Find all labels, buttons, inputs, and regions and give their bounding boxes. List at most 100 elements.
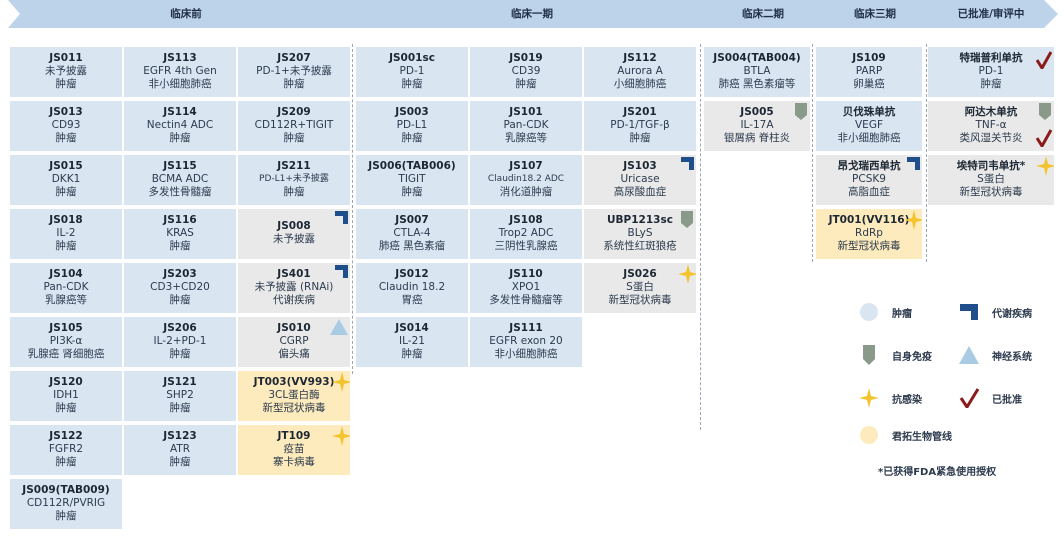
drug-indication: 乳腺癌等 xyxy=(45,294,87,306)
drug-code: JS005 xyxy=(740,106,774,118)
triangle-icon xyxy=(959,346,979,364)
drug-code: JS112 xyxy=(623,52,657,64)
pipeline-card: JS007 CTLA-4 肺癌 黑色素瘤 xyxy=(356,209,468,259)
drug-code: JS115 xyxy=(163,160,197,172)
drug-target: 未予披露 xyxy=(273,233,315,245)
phase-header-phase3: 临床三期 xyxy=(812,0,938,28)
pipeline-card: JS114 Nectin4 ADC 肿瘤 xyxy=(124,101,236,151)
drug-target: CGRP xyxy=(279,335,309,347)
metabolic-disease-icon xyxy=(907,157,920,170)
pipeline-card: 埃特司韦单抗* S蛋白 新型冠状病毒 xyxy=(928,155,1054,205)
drug-target: 3CL蛋白酶 xyxy=(268,389,320,401)
pipeline-card: JS014 IL-21 肿瘤 xyxy=(356,317,468,367)
drug-code: JS109 xyxy=(852,52,886,64)
pipeline-card: 特瑞普利单抗 PD-1 肿瘤 xyxy=(928,47,1054,97)
drug-code: JS104 xyxy=(49,268,83,280)
drug-target: S蛋白 xyxy=(626,281,654,293)
drug-indication: 肿瘤 xyxy=(169,456,191,468)
drug-indication: 非小细胞肺癌 xyxy=(837,132,901,144)
pipeline-card: JS005 IL-17A 银屑病 脊柱炎 xyxy=(704,101,810,151)
drug-indication: 乳腺癌 肾细胞癌 xyxy=(27,348,105,360)
phase-divider xyxy=(700,44,701,430)
pipeline-card: JS211 PD-L1+未予披露 肿瘤 xyxy=(238,155,350,205)
pipeline-card: JS207 PD-1+未予披露 肿瘤 xyxy=(238,47,350,97)
drug-code: UBP1213sc xyxy=(607,214,673,226)
drug-code: JS121 xyxy=(163,376,197,388)
drug-code: 阿达木单抗 xyxy=(964,106,1018,118)
drug-target: IDH1 xyxy=(53,389,79,401)
pipeline-card: JS018 IL-2 肿瘤 xyxy=(10,209,122,259)
pipeline-card: JS116 KRAS 肿瘤 xyxy=(124,209,236,259)
pipeline-card: JS003 PD-L1 肿瘤 xyxy=(356,101,468,151)
pipeline-card: JS008 未予披露 xyxy=(238,209,350,259)
pipeline-card: 贝伐珠单抗 VEGF 非小细胞肺癌 xyxy=(816,101,922,151)
drug-code: JS211 xyxy=(277,160,311,172)
drug-indication: 肿瘤 xyxy=(169,294,191,306)
star-icon xyxy=(859,388,879,408)
drug-indication: 肺癌 黑色素瘤等 xyxy=(718,78,796,90)
pipeline-card: JS004(TAB004) BTLA 肺癌 黑色素瘤等 xyxy=(704,47,810,97)
drug-target: KRAS xyxy=(166,227,194,239)
pipeline-card: JS009(TAB009) CD112R/PVRIG 肿瘤 xyxy=(10,479,122,529)
drug-indication: 肿瘤 xyxy=(55,402,77,414)
drug-target: Aurora A xyxy=(617,65,663,77)
drug-target: Nectin4 ADC xyxy=(146,119,214,131)
drug-target: RdRp xyxy=(855,227,883,239)
drug-code: JS401 xyxy=(277,268,311,280)
drug-code: JS012 xyxy=(395,268,429,280)
drug-target: XPO1 xyxy=(511,281,541,293)
drug-indication: 新型冠状病毒 xyxy=(608,294,672,306)
drug-indication: 乳腺癌等 xyxy=(505,132,547,144)
phase-header-phase2: 临床二期 xyxy=(700,0,826,28)
drug-indication: 肿瘤 xyxy=(55,186,77,198)
drug-code: JT003(VV993) xyxy=(253,376,335,388)
drug-target: EGFR exon 20 xyxy=(489,335,563,347)
drug-indication: 肿瘤 xyxy=(283,78,305,90)
drug-indication: 肿瘤 xyxy=(55,240,77,252)
drug-code: JS004(TAB004) xyxy=(713,52,801,64)
legend-label: 代谢疾病 xyxy=(992,309,1032,320)
drug-indication: 偏头痛 xyxy=(278,348,310,360)
pipeline-card: JS206 IL-2+PD-1 肿瘤 xyxy=(124,317,236,367)
pipeline-card: JS104 Pan-CDK 乳腺癌等 xyxy=(10,263,122,313)
drug-target: SHP2 xyxy=(166,389,194,401)
anti-infection-star-icon xyxy=(332,372,350,392)
pipeline-card: JS010 CGRP 偏头痛 xyxy=(238,317,350,367)
phase-label: 已批准/审评中 xyxy=(957,8,1025,20)
drug-target: IL-2 xyxy=(56,227,76,239)
drug-indication: 肿瘤 xyxy=(283,132,305,144)
fda-footnote: *已获得FDA紧急使用授权 xyxy=(878,467,997,478)
drug-target: FGFR2 xyxy=(48,443,84,455)
drug-indication: 类风湿关节炎 xyxy=(959,132,1023,144)
approved-check-icon xyxy=(1036,51,1052,69)
drug-indication: 肿瘤 xyxy=(55,510,77,522)
pipeline-card: JS015 DKK1 肿瘤 xyxy=(10,155,122,205)
pipeline-card: JS006(TAB006) TIGIT 肿瘤 xyxy=(356,155,468,205)
drug-target: PD-L1+未予披露 xyxy=(259,174,329,184)
pipeline-card: JS122 FGFR2 肿瘤 xyxy=(10,425,122,475)
drug-indication: 肿瘤 xyxy=(55,456,77,468)
legend-label: 肿瘤 xyxy=(892,309,912,320)
drug-code: JS114 xyxy=(163,106,197,118)
drug-indication: 肿瘤 xyxy=(515,78,537,90)
drug-indication: 肿瘤 xyxy=(169,348,191,360)
drug-target: CD3+CD20 xyxy=(150,281,210,293)
pipeline-card: JS113 EGFR 4th Gen 非小细胞肺癌 xyxy=(124,47,236,97)
drug-target: CD112R+TIGIT xyxy=(254,119,334,131)
drug-code: JS103 xyxy=(623,160,657,172)
drug-target: VEGF xyxy=(855,119,883,131)
autoimmune-shield-icon xyxy=(795,103,807,120)
shield-icon xyxy=(863,345,875,365)
pipeline-card: JS209 CD112R+TIGIT 肿瘤 xyxy=(238,101,350,151)
pipeline-card: 阿达木单抗 TNF-α 类风湿关节炎 xyxy=(928,101,1054,151)
drug-indication: 肿瘤 xyxy=(283,186,305,198)
drug-target: Uricase xyxy=(620,173,660,185)
drug-indication: 肿瘤 xyxy=(55,132,77,144)
pipeline-card: UBP1213sc BLyS 系统性红斑狼疮 xyxy=(584,209,696,259)
drug-target: 未予披露 (RNAi) xyxy=(254,281,334,293)
drug-code: JS018 xyxy=(49,214,83,226)
drug-code: JS014 xyxy=(395,322,429,334)
pipeline-card: JS201 PD-1/TGF-β 肿瘤 xyxy=(584,101,696,151)
drug-indication: 肿瘤 xyxy=(169,240,191,252)
drug-target: CD39 xyxy=(511,65,541,77)
